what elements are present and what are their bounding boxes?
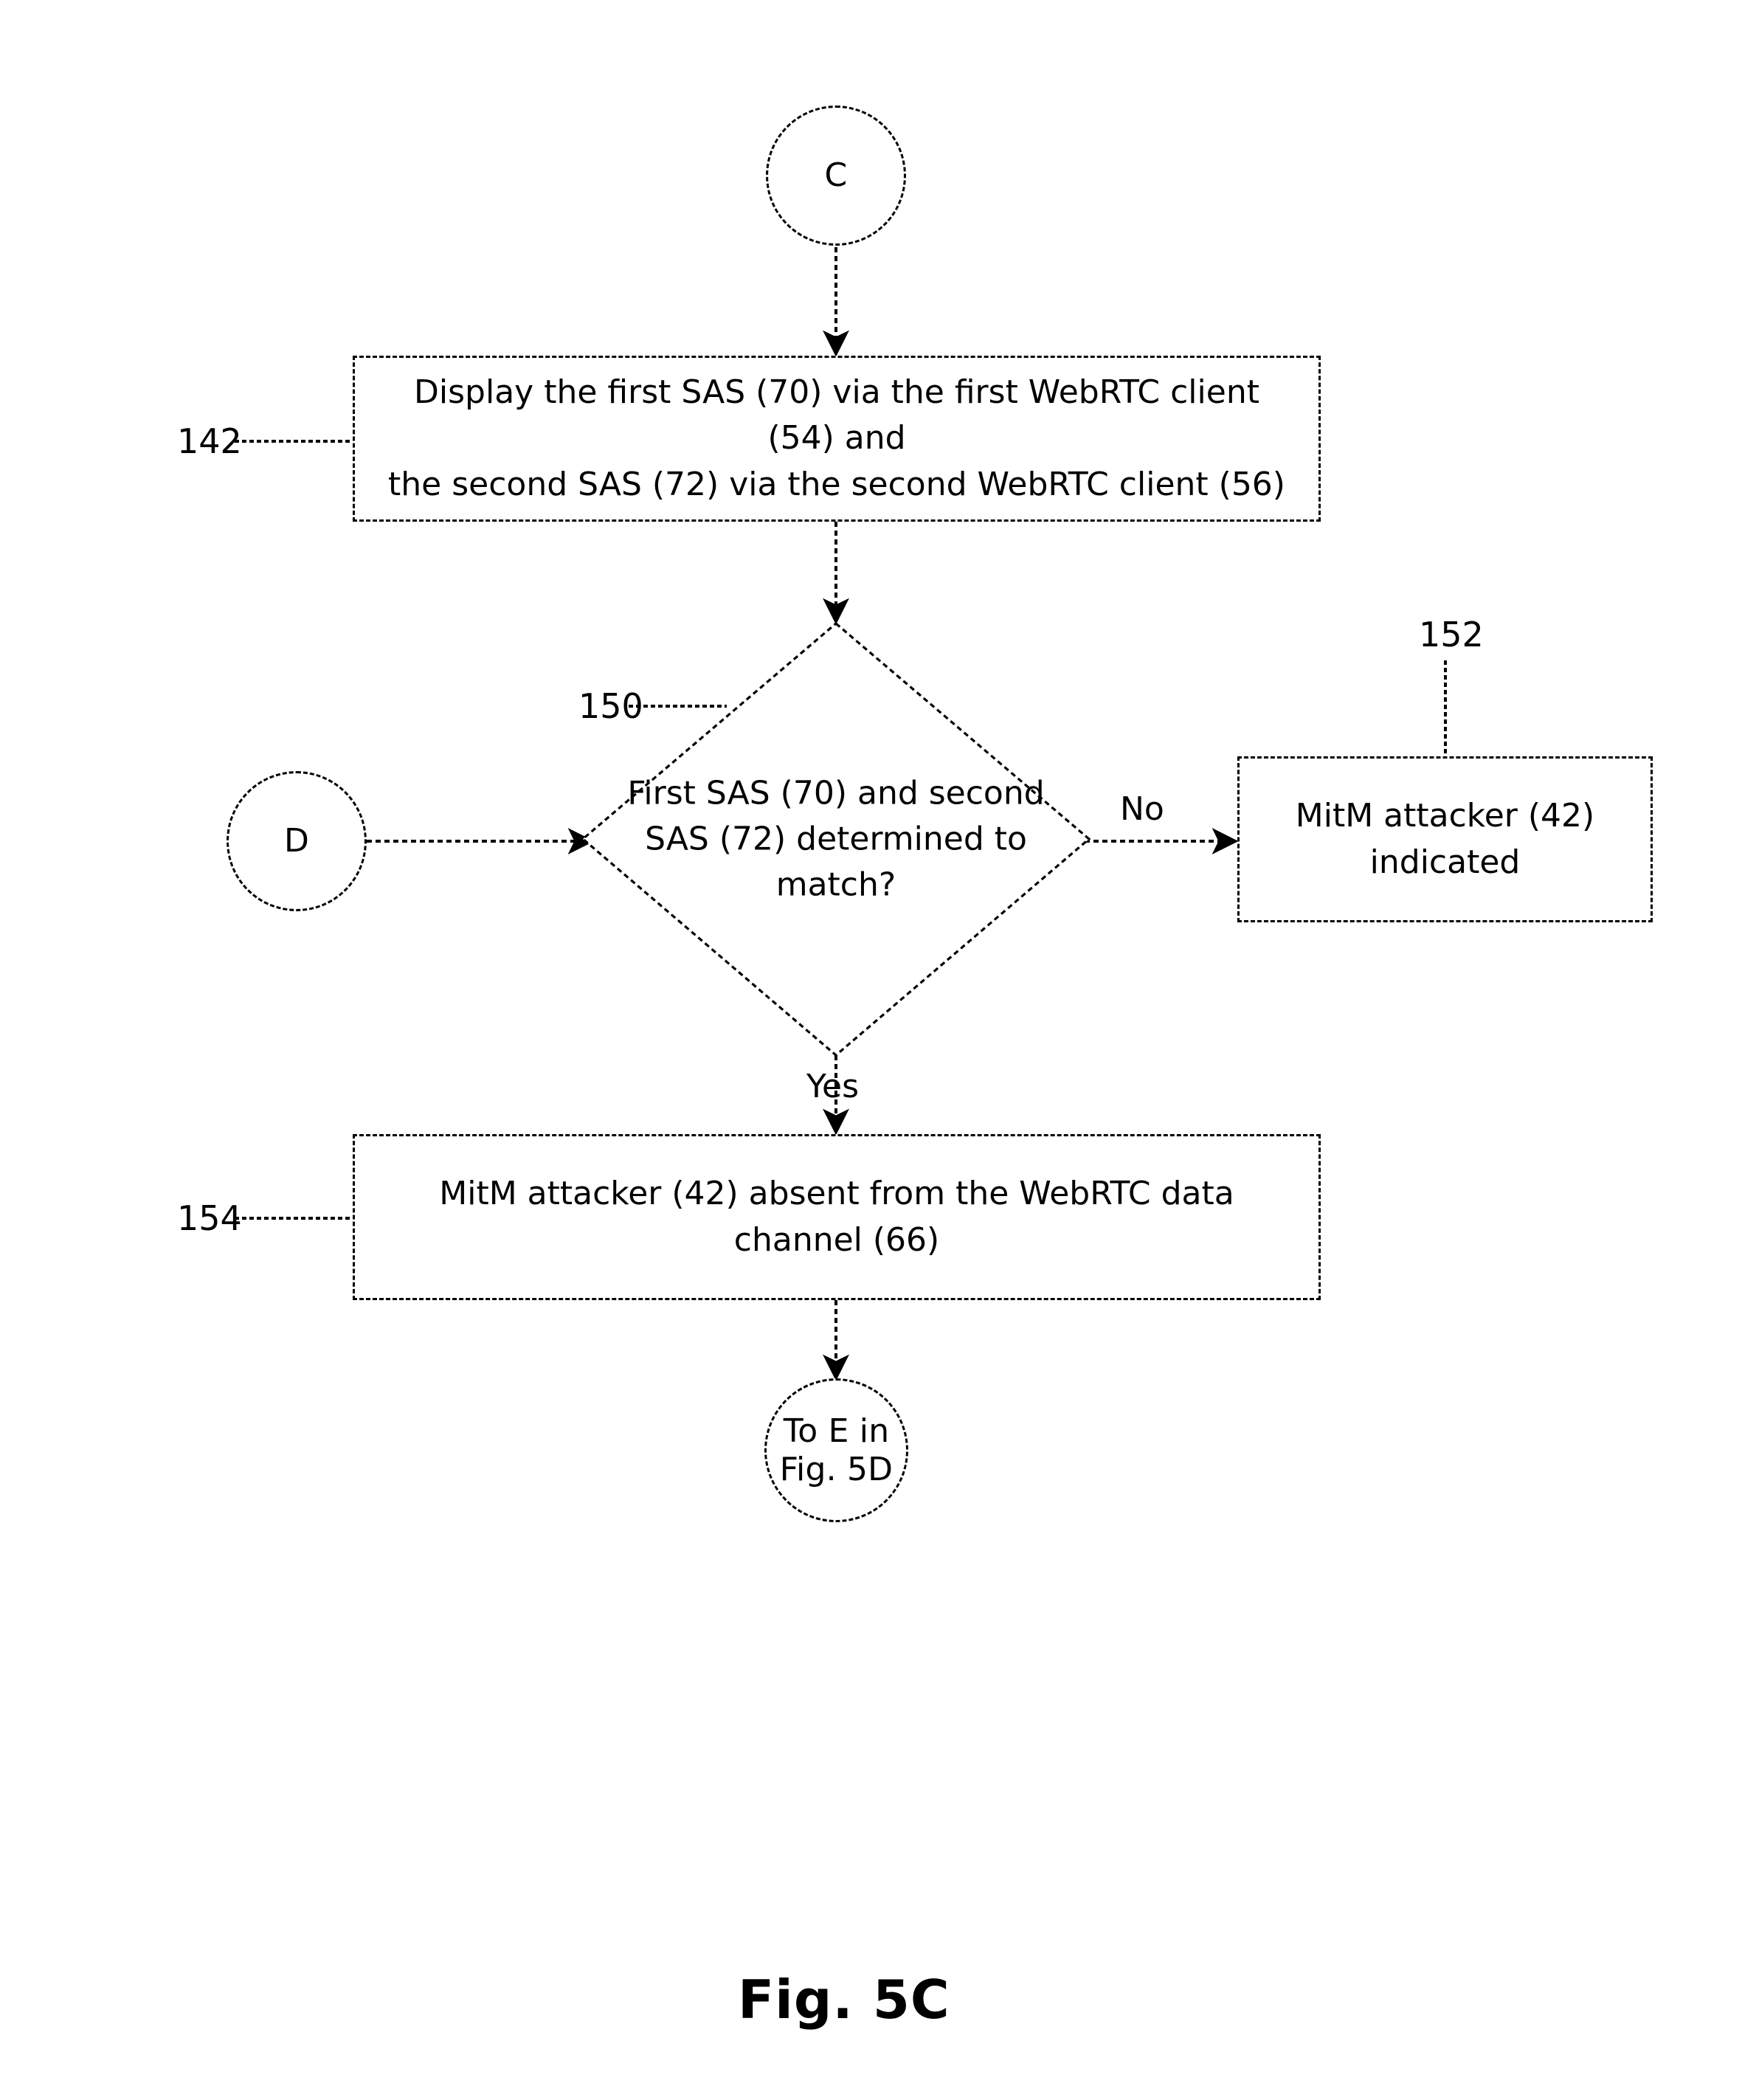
decision-label-line1: First SAS (70) and second — [627, 773, 1045, 812]
step-box-152-line1: MitM attacker (42) — [1295, 797, 1595, 835]
step-box-152: MitM attacker (42) indicated — [1237, 756, 1653, 922]
branch-label-yes: Yes — [806, 1068, 860, 1105]
step-box-142: Display the first SAS (70) via the first… — [353, 356, 1321, 522]
figure-caption: Fig. 5C — [738, 1969, 950, 2031]
connector-side-d: D — [227, 771, 367, 911]
connector-entry-c-label: C — [824, 156, 848, 195]
ref-numeral-142: 142 — [177, 421, 242, 461]
connector-side-d-label: D — [283, 822, 310, 860]
connector-exit-e-line1: To E in — [783, 1412, 890, 1450]
decision-label-line2: SAS (72) determined to — [645, 820, 1027, 858]
connector-entry-c: C — [766, 106, 906, 246]
decision-diamond-shape — [581, 621, 1091, 1057]
connector-exit-e-line2: Fig. 5D — [779, 1450, 894, 1488]
decision-diamond-150: First SAS (70) and second SAS (72) deter… — [581, 621, 1091, 1057]
step-box-142-line2: the second SAS (72) via the second WebRT… — [388, 465, 1285, 503]
connector-exit-e: To E in Fig. 5D — [764, 1378, 908, 1522]
branch-label-no: No — [1120, 790, 1164, 828]
ref-numeral-150: 150 — [578, 686, 643, 726]
decision-label-line3: match? — [775, 866, 896, 904]
step-box-142-line1: Display the first SAS (70) via the first… — [414, 373, 1259, 457]
step-box-154: MitM attacker (42) absent from the WebRT… — [353, 1134, 1321, 1300]
step-box-152-line2: indicated — [1369, 843, 1521, 881]
ref-numeral-154: 154 — [177, 1198, 242, 1238]
ref-numeral-152: 152 — [1419, 615, 1484, 654]
step-box-154-line1: MitM attacker (42) absent from the WebRT… — [439, 1175, 1234, 1259]
